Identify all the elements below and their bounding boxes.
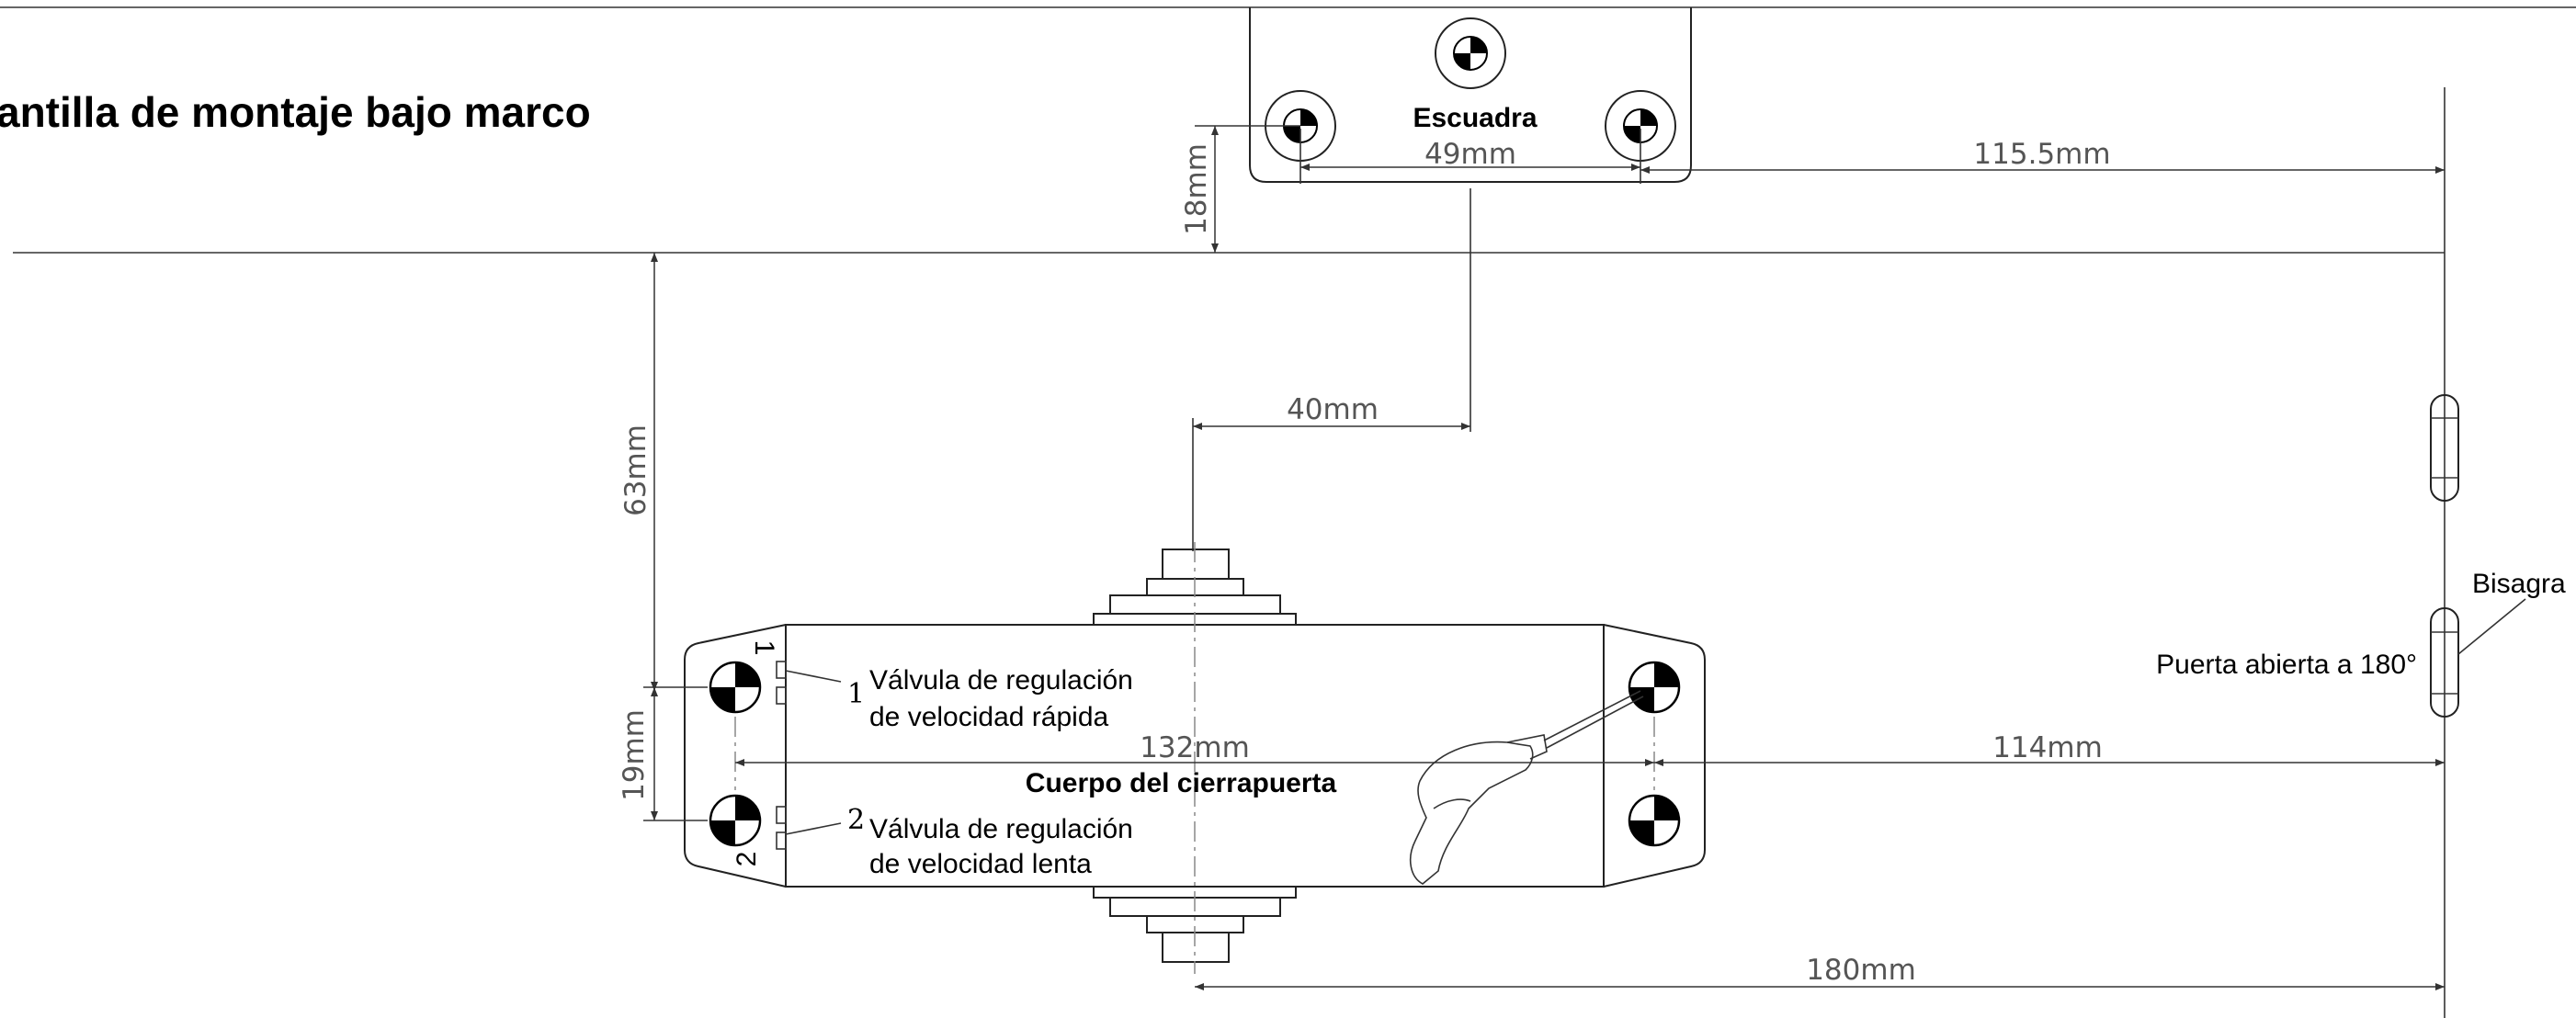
body-hole-bottom-left [709, 794, 762, 847]
dim-115mm: 115.5mm [1973, 138, 2110, 171]
body-hole-top-left [709, 661, 762, 714]
valve-number-1: 1 [847, 678, 865, 710]
dim-132mm: 132mm [1140, 731, 1250, 764]
dim-18mm: 18mm [1180, 143, 1213, 235]
hinge-top [2430, 394, 2459, 502]
hinge-label: Bisagra [2472, 569, 2566, 599]
dim-180mm: 180mm [1806, 954, 1916, 987]
valve-slow-line1: Válvula de regulación [869, 814, 1133, 844]
valve-number-2: 2 [847, 804, 865, 836]
valve-number-1-end: 1 [749, 640, 779, 656]
body-hole-bottom-right [1628, 794, 1681, 847]
valve-slow-line2: de velocidad lenta [869, 849, 1092, 879]
valve-fast-line2: de velocidad rápida [869, 702, 1109, 732]
bracket-label: Escuadra [1413, 103, 1537, 133]
dim-49mm: 49mm [1424, 138, 1516, 171]
valve-number-2-end: 2 [732, 852, 762, 867]
drill-icon [1409, 690, 1644, 885]
dim-63mm: 63mm [619, 424, 653, 516]
hinge-bottom [2430, 607, 2459, 718]
body-hole-top-right [1628, 661, 1681, 714]
dim-114mm: 114mm [1992, 731, 2103, 764]
bracket-hole-right [1605, 90, 1676, 162]
page-title: antilla de montaje bajo marco [0, 88, 591, 136]
bracket-hole-top [1435, 17, 1506, 89]
body-label: Cuerpo del cierrapuerta [1026, 768, 1337, 798]
valve-fast-line1: Válvula de regulación [869, 665, 1133, 696]
door-open-label: Puerta abierta a 180° [2156, 650, 2417, 680]
dim-19mm: 19mm [618, 709, 651, 801]
dim-40mm: 40mm [1287, 393, 1379, 426]
